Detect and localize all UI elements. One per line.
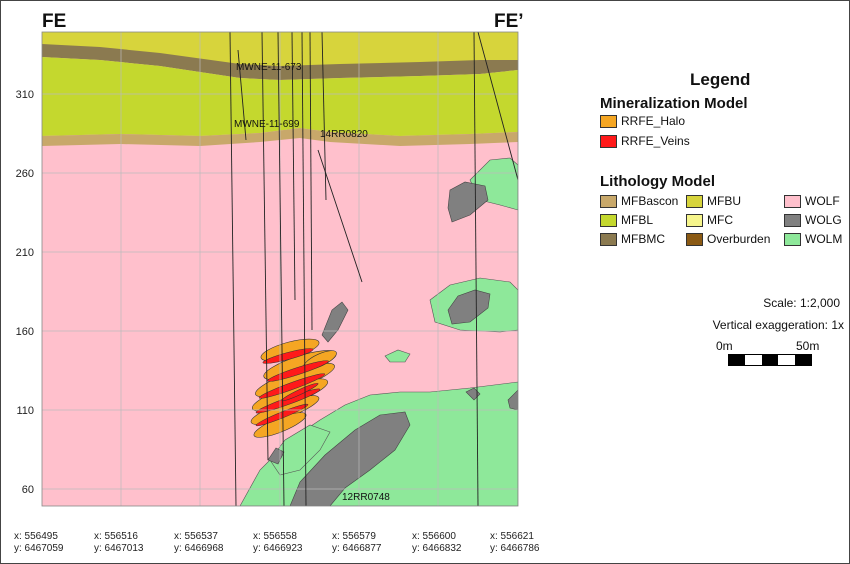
legend-item-wolm: WOLM — [784, 232, 842, 246]
drillhole-label: 14RR0820 — [320, 129, 368, 140]
drillhole-label: MWNE-11-673 — [236, 62, 302, 73]
scale-ratio: Scale: 1:2,000 — [763, 296, 840, 310]
veins-swatch — [600, 134, 617, 148]
legend-item-label: MFBascon — [621, 194, 679, 208]
legend-title: Legend — [690, 70, 751, 89]
vertical-exaggeration: Vertical exaggeration: 1x — [712, 318, 844, 332]
mfbl-swatch — [600, 213, 617, 227]
scale-bar-end: 50m — [796, 339, 820, 353]
coord-x: x: 556621 — [490, 531, 534, 542]
legend-item-overburden: Overburden — [686, 232, 770, 246]
coordinate-label: x: 556558 y: 6466923 — [253, 531, 303, 555]
legend-item-label: RRFE_Halo — [621, 114, 686, 128]
coord-y: y: 6466877 — [332, 543, 382, 554]
section-start-label: FE — [42, 11, 66, 32]
coord-y: y: 6466832 — [412, 543, 462, 554]
mfbmc-unit — [42, 44, 518, 80]
legend-item-rrfe-halo: RRFE_Halo — [600, 114, 685, 128]
wolg-body-center — [321, 301, 349, 343]
overburden-swatch — [686, 232, 703, 246]
scale-bar — [728, 354, 812, 366]
wolg-body-upper-right — [447, 181, 489, 223]
coord-x: x: 556495 — [14, 531, 58, 542]
elevation-label: 110 — [16, 405, 34, 417]
elevation-label: 260 — [16, 168, 34, 180]
legend-item-label: Overburden — [707, 232, 771, 246]
elevation-label: 60 — [22, 484, 34, 496]
coord-y: y: 6466923 — [253, 543, 303, 554]
legend-item-mfbmc: MFBMC — [600, 232, 665, 246]
drillhole-traces — [229, 32, 518, 506]
coordinate-label: x: 556495 y: 6467059 — [14, 531, 64, 555]
elevation-label: 310 — [16, 89, 34, 101]
coordinate-label: x: 556579 y: 6466877 — [332, 531, 382, 555]
wolg-body-mid-right — [447, 289, 491, 325]
wolg-body-lower-big — [289, 411, 411, 506]
coord-y: y: 6466968 — [174, 543, 224, 554]
section-end-label: FE’ — [494, 11, 524, 32]
wolg-body-edge-right — [507, 389, 518, 411]
plot-border — [41, 31, 519, 507]
legend-item-wolg: WOLG — [784, 213, 842, 227]
coord-x: x: 556579 — [332, 531, 376, 542]
coordinate-label: x: 556621 y: 6466786 — [490, 531, 540, 555]
legend-item-label: MFBMC — [621, 232, 665, 246]
wolf-swatch — [784, 194, 801, 208]
mfc-swatch — [686, 213, 703, 227]
wolm-swatch — [784, 232, 801, 246]
grid-lines — [42, 32, 518, 506]
legend-item-label: WOLM — [805, 232, 843, 246]
coord-y: y: 6467013 — [94, 543, 144, 554]
coord-y: y: 6467059 — [14, 543, 64, 554]
mineralization-heading: Mineralization Model — [600, 95, 748, 112]
legend-item-wolf: WOLF — [784, 194, 840, 208]
mfbascon-swatch — [600, 194, 617, 208]
wolg-body-small-right — [465, 387, 481, 401]
legend-item-label: MFBU — [707, 194, 741, 208]
coordinate-label: x: 556516 y: 6467013 — [94, 531, 144, 555]
coordinate-label: x: 556537 y: 6466968 — [174, 531, 224, 555]
wolm-unit-small — [384, 349, 411, 363]
lithology-heading: Lithology Model — [600, 173, 715, 190]
legend-item-mfbl: MFBL — [600, 213, 653, 227]
legend-item-label: WOLG — [805, 213, 842, 227]
elevation-label: 160 — [16, 326, 34, 338]
legend-item-rrfe-veins: RRFE_Veins — [600, 134, 690, 148]
mfbmc-swatch — [600, 232, 617, 246]
drillhole-label: MWNE-11-699 — [234, 119, 300, 130]
legend-item-label: MFC — [707, 213, 733, 227]
coord-x: x: 556537 — [174, 531, 218, 542]
legend-item-mfc: MFC — [686, 213, 733, 227]
legend-item-mfbascon: MFBascon — [600, 194, 678, 208]
coord-x: x: 556516 — [94, 531, 138, 542]
legend-item-mfbu: MFBU — [686, 194, 741, 208]
legend-item-label: RRFE_Veins — [621, 134, 690, 148]
legend-item-label: WOLF — [805, 194, 840, 208]
halo-swatch — [600, 114, 617, 128]
legend-item-label: MFBL — [621, 213, 654, 227]
coord-y: y: 6466786 — [490, 543, 540, 554]
elevation-label: 210 — [16, 247, 34, 259]
drillhole-label: 12RR0748 — [342, 492, 390, 503]
coord-x: x: 556558 — [253, 531, 297, 542]
coordinate-label: x: 556600 y: 6466832 — [412, 531, 462, 555]
mfbu-swatch — [686, 194, 703, 208]
wolg-swatch — [784, 213, 801, 227]
coord-x: x: 556600 — [412, 531, 456, 542]
scale-bar-start: 0m — [716, 339, 733, 353]
